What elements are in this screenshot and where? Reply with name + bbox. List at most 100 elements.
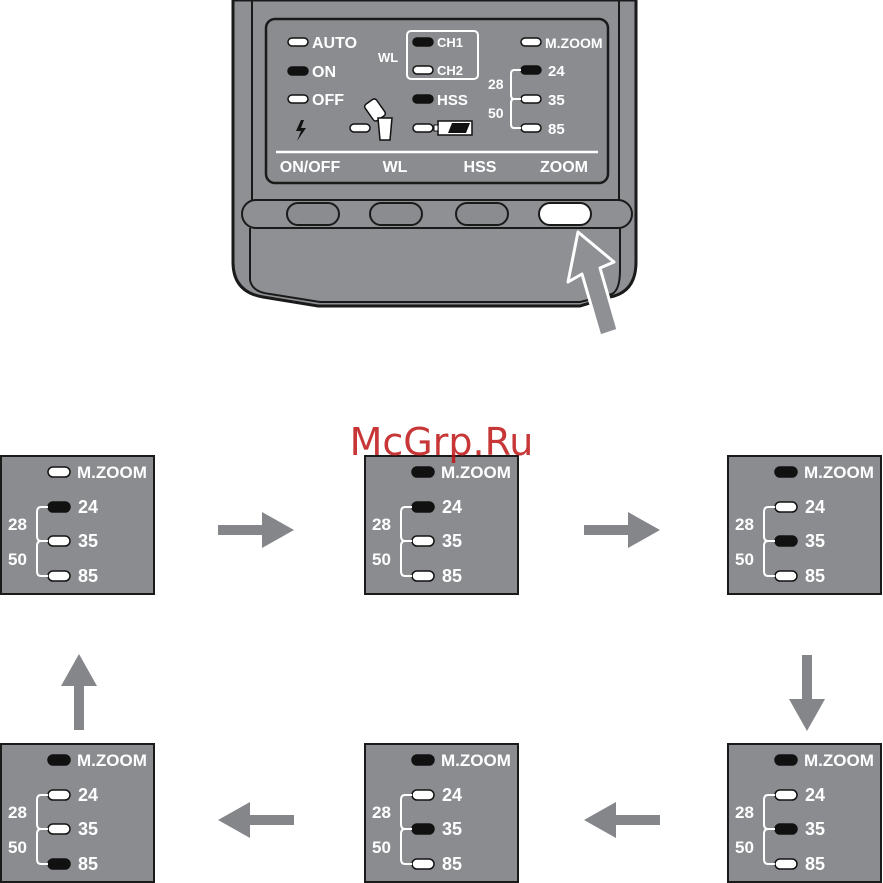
arrow-left-1 — [584, 802, 660, 838]
label-24: 24 — [805, 785, 825, 805]
label-group-50: 50 — [372, 550, 391, 569]
zoom-panel-2: M.ZOOM 24 35 85 28 50 — [365, 456, 518, 594]
label-35: 35 — [805, 819, 825, 839]
led-85 — [48, 859, 70, 869]
label-zoom-24: 24 — [548, 63, 565, 80]
label-zoom-85: 85 — [548, 121, 565, 138]
wl-button[interactable] — [370, 203, 422, 225]
label-group-50: 50 — [8, 550, 27, 569]
led-35 — [48, 536, 70, 546]
label-group-28: 28 — [372, 515, 391, 534]
label-hss-button: HSS — [464, 159, 497, 176]
label-85: 85 — [78, 854, 98, 874]
label-35: 35 — [78, 819, 98, 839]
label-group-28: 28 — [488, 76, 504, 92]
led-zoom-35 — [521, 95, 541, 103]
label-24: 24 — [442, 785, 462, 805]
led-85 — [412, 859, 434, 869]
label-group-28: 28 — [372, 803, 391, 822]
led-35 — [412, 824, 434, 834]
label-off: OFF — [312, 92, 344, 109]
led-off — [288, 95, 308, 103]
onoff-button[interactable] — [287, 203, 339, 225]
label-zoom-35: 35 — [548, 92, 565, 109]
label-mzoom: M.ZOOM — [441, 751, 511, 770]
label-35: 35 — [805, 531, 825, 551]
led-wireless — [350, 124, 370, 132]
zoom-panel-1: M.ZOOM 24 35 85 28 50 — [1, 456, 154, 594]
label-hss-panel: HSS — [437, 92, 468, 109]
led-35 — [412, 536, 434, 546]
label-ch2: CH2 — [437, 63, 463, 78]
label-group-50: 50 — [488, 105, 504, 121]
arrow-down — [789, 655, 825, 731]
arrow-right-1 — [218, 512, 294, 548]
arrow-up — [61, 654, 97, 730]
label-onoff-button: ON/OFF — [280, 159, 341, 176]
led-35 — [775, 536, 797, 546]
led-on — [288, 67, 308, 75]
led-mzoom — [48, 467, 70, 477]
zoom-panel-4: M.ZOOM 24 35 85 28 50 — [728, 744, 881, 882]
label-85: 85 — [805, 854, 825, 874]
led-auto — [288, 38, 308, 46]
label-mzoom: M.ZOOM — [77, 463, 147, 482]
led-35 — [48, 824, 70, 834]
label-on: ON — [312, 64, 336, 81]
label-wl-button: WL — [383, 159, 408, 176]
label-group-50: 50 — [735, 550, 754, 569]
label-35: 35 — [442, 531, 462, 551]
label-35: 35 — [442, 819, 462, 839]
label-85: 85 — [442, 566, 462, 586]
label-24: 24 — [805, 497, 825, 517]
label-group-50: 50 — [8, 838, 27, 857]
led-mzoom — [775, 467, 797, 477]
led-ch2 — [413, 66, 433, 74]
battery-icon — [434, 121, 472, 135]
label-mzoom: M.ZOOM — [804, 463, 874, 482]
led-mzoom — [412, 755, 434, 765]
label-24: 24 — [78, 497, 98, 517]
led-battery — [413, 124, 433, 132]
led-85 — [775, 859, 797, 869]
label-mzoom: M.ZOOM — [804, 751, 874, 770]
label-85: 85 — [442, 854, 462, 874]
arrow-right-2 — [584, 512, 660, 548]
label-85: 85 — [78, 566, 98, 586]
label-24: 24 — [442, 497, 462, 517]
label-mzoom-panel: M.ZOOM — [545, 35, 603, 51]
label-mzoom: M.ZOOM — [441, 463, 511, 482]
label-group-28: 28 — [8, 515, 27, 534]
led-mzoom — [775, 755, 797, 765]
arrow-left-2 — [218, 802, 294, 838]
led-mzoom — [521, 38, 541, 46]
led-24 — [412, 502, 434, 512]
led-85 — [775, 571, 797, 581]
label-group-28: 28 — [735, 515, 754, 534]
label-ch1: CH1 — [437, 35, 463, 50]
hss-button[interactable] — [456, 203, 508, 225]
led-ch1 — [413, 38, 433, 46]
led-hss — [413, 95, 433, 103]
label-85: 85 — [805, 566, 825, 586]
label-group-50: 50 — [735, 838, 754, 857]
label-zoom-button: ZOOM — [540, 159, 588, 176]
led-zoom-85 — [521, 124, 541, 132]
led-mzoom — [48, 755, 70, 765]
zoom-button[interactable] — [539, 203, 591, 225]
led-24 — [48, 790, 70, 800]
label-group-50: 50 — [372, 838, 391, 857]
led-35 — [775, 824, 797, 834]
zoom-panel-5: M.ZOOM 24 35 85 28 50 — [365, 744, 518, 882]
label-group-28: 28 — [8, 803, 27, 822]
sequence-panels: M.ZOOM2435852850M.ZOOM2435852850M.ZOOM24… — [1, 456, 881, 882]
label-mzoom: M.ZOOM — [77, 751, 147, 770]
led-zoom-24 — [521, 66, 541, 74]
label-group-28: 28 — [735, 803, 754, 822]
led-24 — [412, 790, 434, 800]
led-85 — [48, 571, 70, 581]
label-35: 35 — [78, 531, 98, 551]
zoom-panel-3: M.ZOOM 24 35 85 28 50 — [728, 456, 881, 594]
led-24 — [775, 502, 797, 512]
